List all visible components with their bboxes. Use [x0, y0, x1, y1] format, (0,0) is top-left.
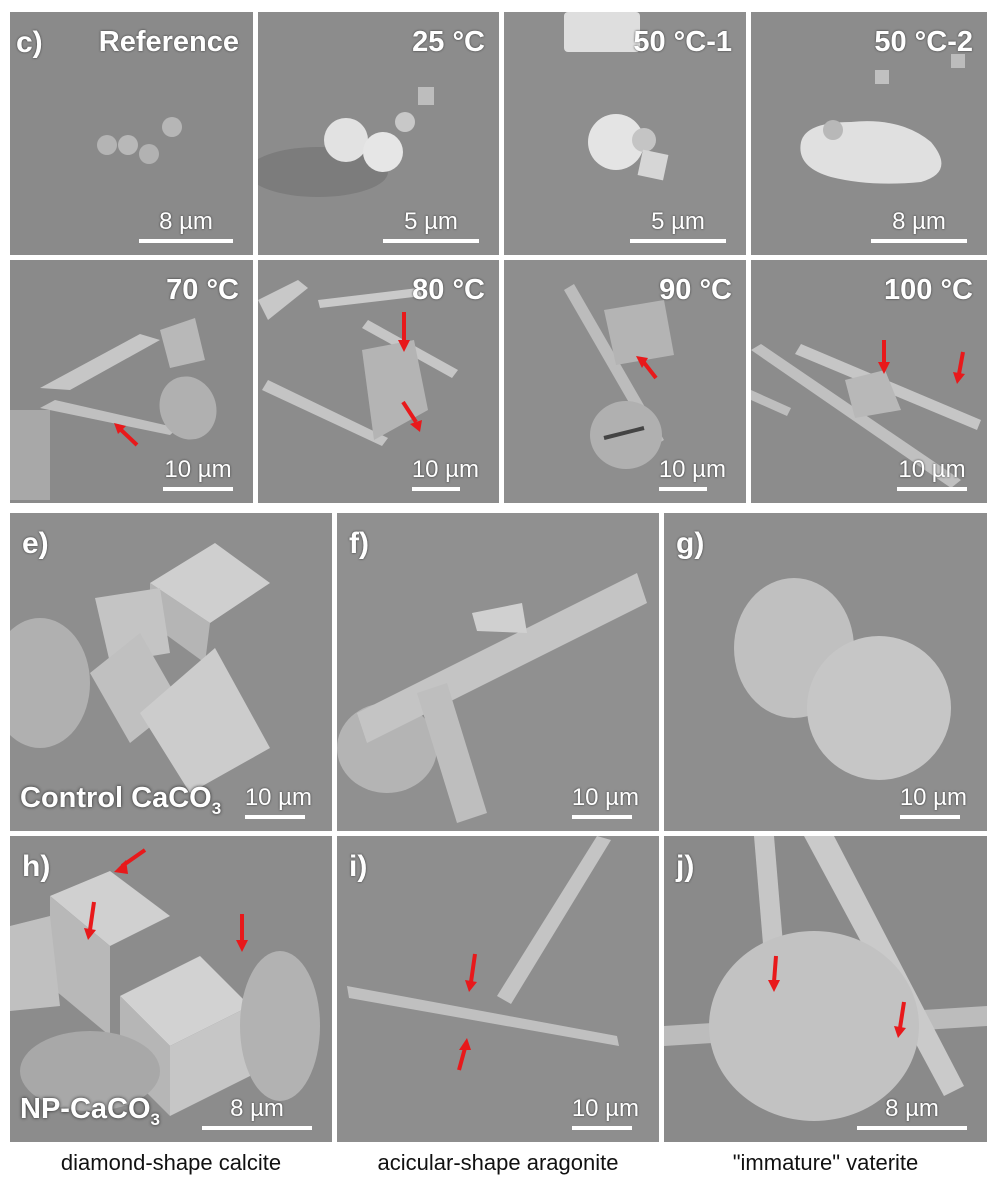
panel-title: 80 °C	[412, 274, 485, 306]
panel-title: 50 °C-2	[874, 26, 973, 58]
scale-bar: 8 µm	[857, 1095, 967, 1130]
scale-bar: 10 µm	[411, 456, 479, 491]
scale-bar: 5 µm	[383, 208, 479, 243]
panel-title: 100 °C	[884, 274, 973, 306]
scale-bar: 10 µm	[658, 456, 726, 491]
sem-image	[504, 12, 746, 255]
sem-image	[258, 260, 499, 503]
sem-panel-50c-2: 50 °C-2 8 µm	[751, 12, 987, 255]
scale-bar: 10 µm	[897, 456, 967, 491]
scale-bar: 5 µm	[630, 208, 726, 243]
sem-image	[258, 12, 499, 255]
sem-panel-f: f) 10 µm	[337, 513, 659, 831]
sem-image	[751, 260, 987, 503]
control-label: Control CaCO3	[20, 782, 222, 818]
sem-image	[504, 260, 746, 503]
panel-label-c: c)	[16, 26, 43, 59]
caption-aragonite: acicular-shape aragonite	[377, 1150, 619, 1175]
panel-title: 50 °C-1	[633, 26, 732, 58]
sem-image	[10, 836, 332, 1142]
scale-bar: 10 µm	[244, 784, 312, 819]
panel-label: j)	[676, 850, 695, 883]
sem-panel-100c: 100 °C 10 µm	[751, 260, 987, 503]
np-label: NP-CaCO3	[20, 1093, 160, 1129]
panel-label: g)	[676, 527, 705, 560]
panel-label: h)	[22, 850, 51, 883]
scale-bar: 10 µm	[899, 784, 967, 819]
scale-bar: 10 µm	[571, 784, 639, 819]
sem-image	[10, 260, 253, 503]
sem-panel-i: i) 10 µm	[337, 836, 659, 1142]
panel-title: 90 °C	[659, 274, 732, 306]
sem-panel-e: e) Control CaCO3 10 µm	[10, 513, 332, 831]
scale-bar: 8 µm	[139, 208, 233, 243]
sem-panel-50c-1: 50 °C-1 5 µm	[504, 12, 746, 255]
sem-panel-25c: 25 °C 5 µm	[258, 12, 499, 255]
panel-label: e)	[22, 527, 49, 560]
sem-panel-h: h) NP-CaCO3 8 µm	[10, 836, 332, 1142]
sem-panel-reference: c) Reference 8 µm	[10, 12, 253, 255]
panel-label: i)	[349, 850, 368, 883]
sem-image	[10, 12, 253, 255]
sem-image	[337, 836, 659, 1142]
sem-image	[664, 836, 987, 1142]
panel-title: Reference	[98, 26, 239, 58]
sem-image	[337, 513, 659, 831]
scale-bar: 8 µm	[871, 208, 967, 243]
sem-panel-g: g) 10 µm	[664, 513, 987, 831]
scale-bar: 10 µm	[163, 456, 233, 491]
sem-panel-90c: 90 °C 10 µm	[504, 260, 746, 503]
caption-vaterite: "immature" vaterite	[732, 1150, 919, 1175]
sem-panel-70c: 70 °C 10 µm	[10, 260, 253, 503]
panel-title: 70 °C	[166, 274, 239, 306]
scale-bar: 8 µm	[202, 1095, 312, 1130]
sem-image	[664, 513, 987, 831]
caption-calcite: diamond-shape calcite	[60, 1150, 282, 1175]
panel-title: 25 °C	[412, 26, 485, 58]
sem-image	[10, 513, 332, 831]
sem-panel-j: j) 8 µm	[664, 836, 987, 1142]
scale-bar: 10 µm	[571, 1095, 639, 1130]
sem-image	[751, 12, 987, 255]
panel-label: f)	[349, 527, 369, 560]
sem-panel-80c: 80 °C 10 µm	[258, 260, 499, 503]
